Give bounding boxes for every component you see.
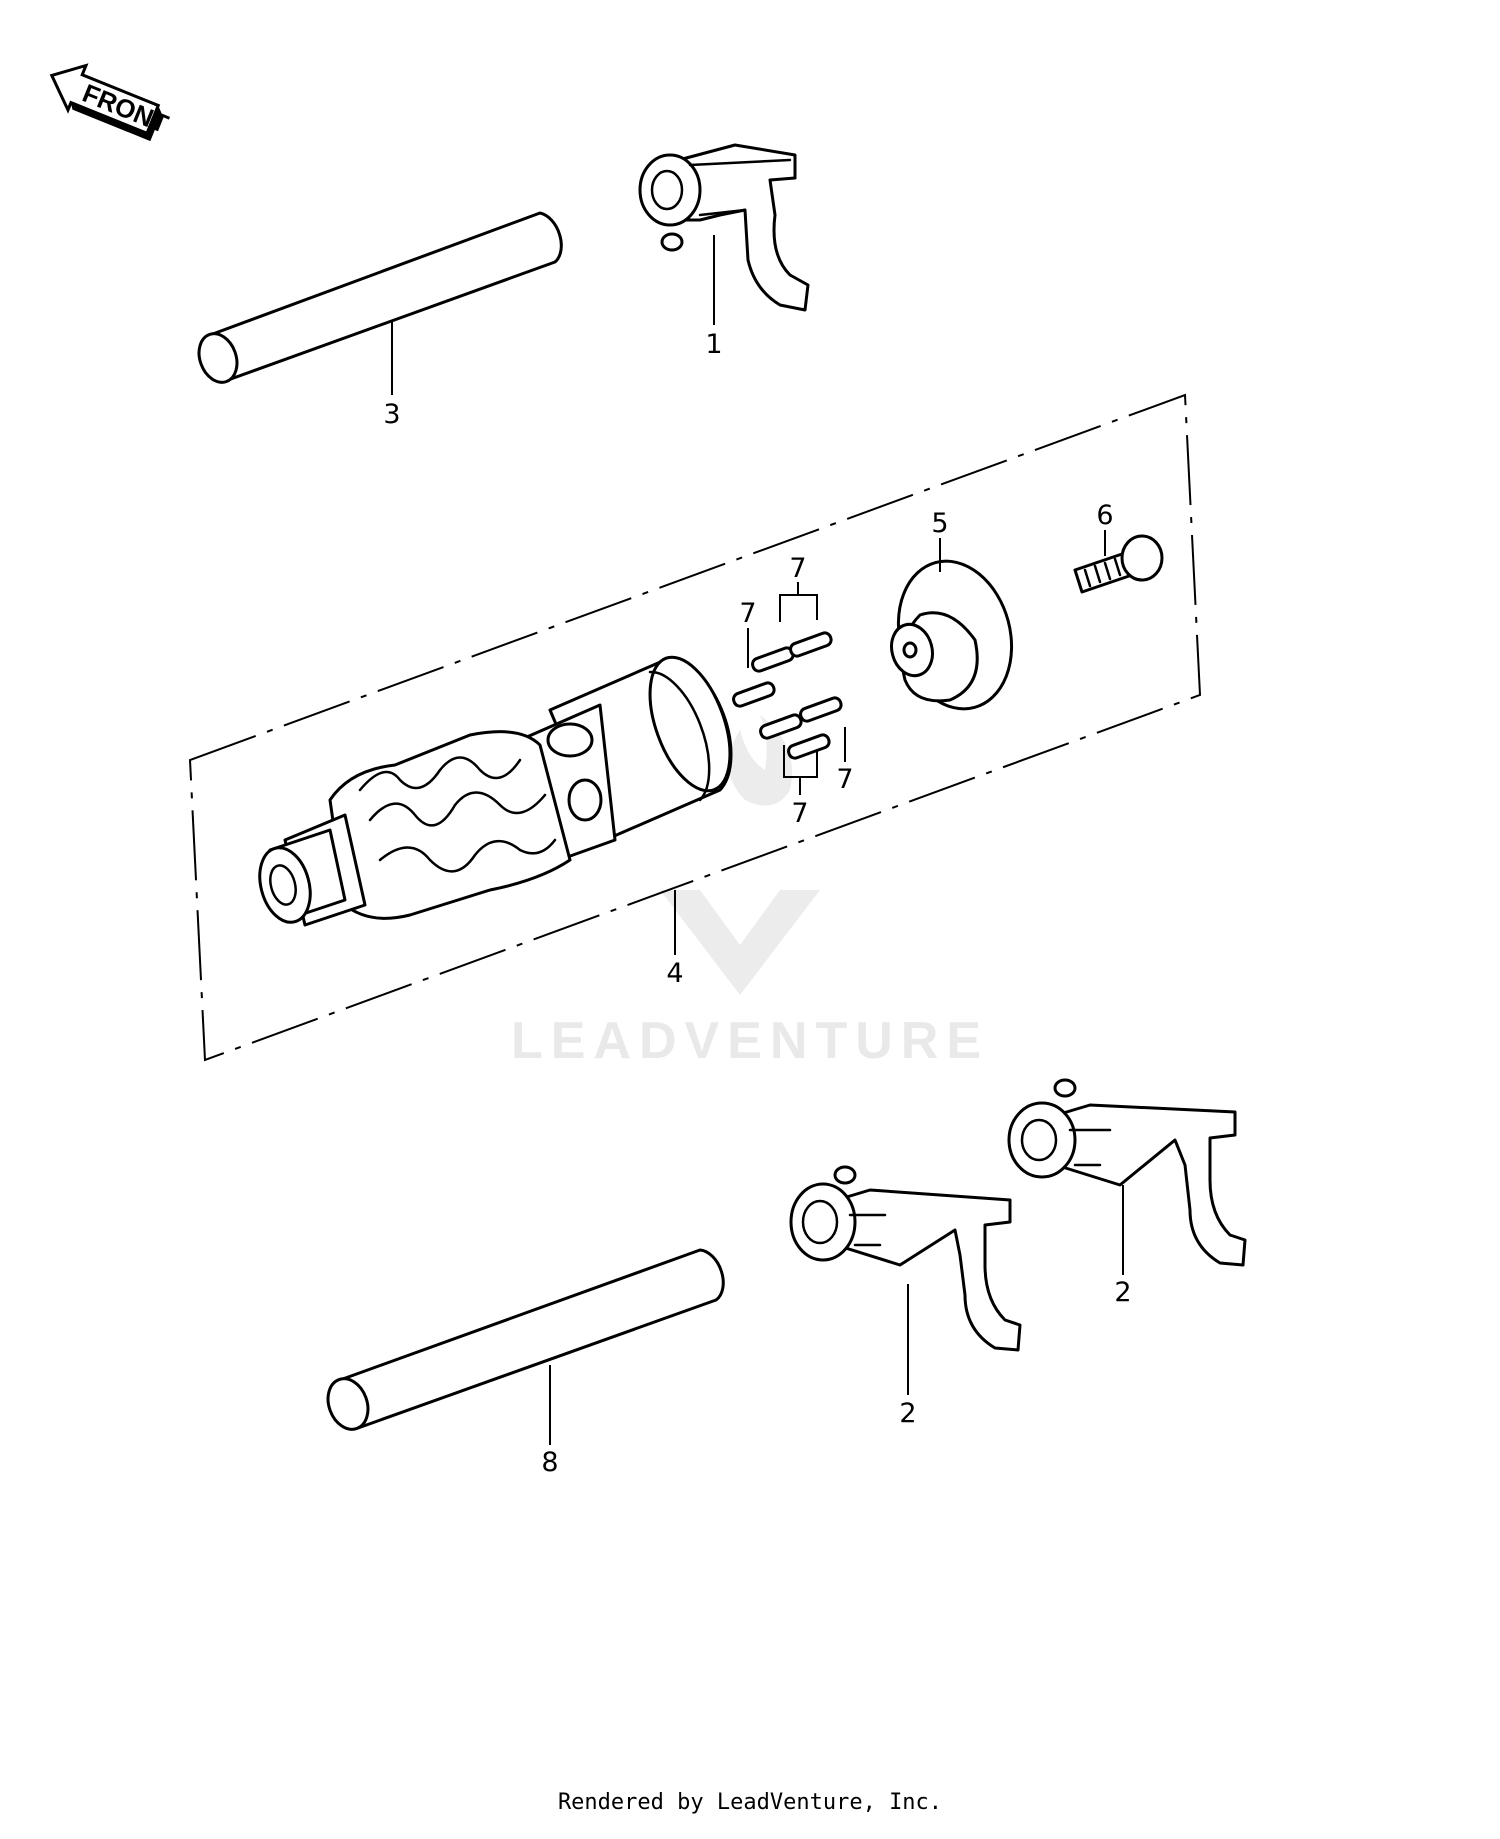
part-7-pins: [732, 631, 843, 760]
part-8-shaft-lower: [326, 1248, 725, 1431]
part-2-shift-fork-left: [789, 1165, 1022, 1352]
callout-1: 1: [705, 329, 722, 360]
part-1-shift-fork: [638, 143, 810, 312]
callout-2-left: 2: [899, 1398, 916, 1429]
part-3-shaft-upper: [197, 211, 563, 384]
callout-7-right: 7: [836, 764, 853, 795]
callout-3: 3: [383, 399, 400, 430]
callout-7-bottom: 7: [791, 798, 808, 829]
part-5-cam-plate: [890, 559, 1014, 711]
callout-2-right: 2: [1114, 1277, 1131, 1308]
watermark-logo: [660, 715, 820, 995]
part-6-bolt: [1073, 534, 1164, 594]
callout-4: 4: [666, 958, 683, 989]
front-arrow-icon: FRONT: [49, 63, 173, 142]
watermark-text: LEADVENTURE: [511, 1012, 989, 1070]
footer-credit: Rendered by LeadVenture, Inc.: [557, 1790, 943, 1815]
callout-8: 8: [541, 1447, 558, 1478]
part-2-shift-fork-right: [1007, 1078, 1247, 1267]
callout-6: 6: [1096, 500, 1113, 531]
leader-lines: [391, 235, 1124, 1445]
callout-5: 5: [931, 508, 948, 539]
callout-7-top: 7: [789, 553, 806, 584]
callout-7-left: 7: [739, 598, 756, 629]
assembly-boundary: [188, 393, 1202, 1062]
part-4-shift-drum: [258, 655, 733, 927]
